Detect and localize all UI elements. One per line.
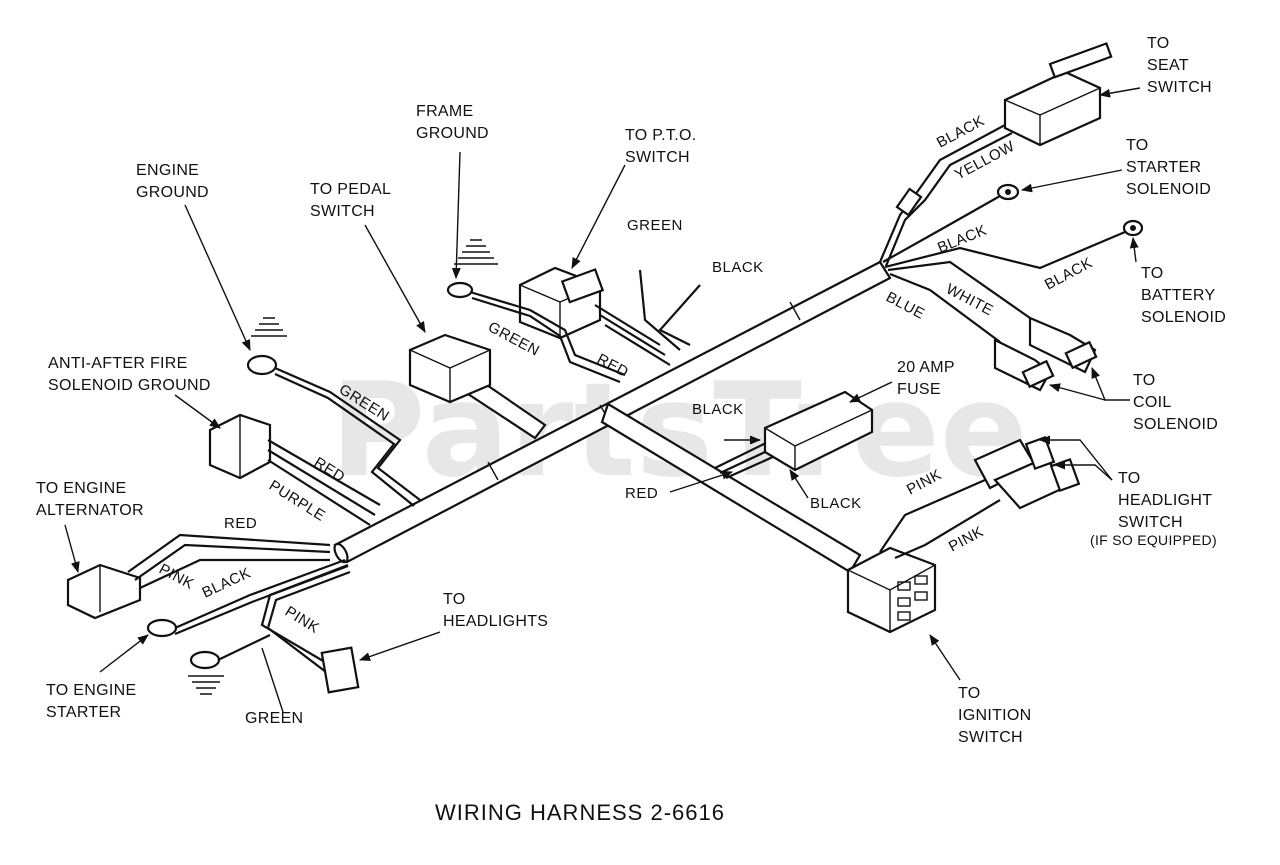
engine-ground-terminal [246,354,421,507]
wire-label-red-alt: RED [224,515,257,532]
callout-coil-solenoid: TO COIL SOLENOID [1133,372,1218,433]
seat-switch-connector [1003,42,1113,147]
wire-label-black-seat: BLACK [934,112,988,151]
callout-engine-starter: TO ENGINE STARTER [46,682,141,721]
wire-label-pink-headlights: PINK [282,603,322,637]
callout-ignition-switch: TO IGNITION SWITCH [958,685,1036,746]
battery-solenoid-terminal [1122,219,1144,237]
pedal-switch-connector [408,333,492,404]
headlights-branch [189,563,360,694]
callout-seat-switch: TO SEAT SWITCH [1147,35,1212,96]
callout-pto-switch: TO P.T.O. SWITCH [625,127,701,166]
callout-green-bottom: GREEN [245,710,303,727]
anti-after-fire-connector [208,413,381,526]
callout-frame-ground: FRAME GROUND [416,103,489,142]
fuse-holder [714,390,874,480]
ignition-switch-connector [846,546,937,634]
leader-lines [64,87,1141,713]
callout-starter-solenoid: TO STARTER SOLENOID [1126,137,1211,198]
callout-battery-solenoid: TO BATTERY SOLENOID [1141,265,1226,326]
diagram-caption: WIRING HARNESS 2-6616 [435,800,725,825]
ground-symbols [188,239,498,695]
wire-label-black-battery: BLACK [1042,254,1096,293]
coil-solenoid-connectors [993,316,1098,392]
wire-label-black-starter: BLACK [935,222,989,257]
starter-solenoid-terminal [996,183,1020,201]
wire-label-black-pto: BLACK [712,259,764,276]
callout-fuse: 20 AMP FUSE [897,359,959,398]
engine-alternator-connector [66,533,331,620]
callout-engine-ground: ENGINE GROUND [136,162,209,201]
wire-label-red-fuse: RED [625,485,658,502]
callout-anti-after-fire: ANTI-AFTER FIRE SOLENOID GROUND [48,355,211,394]
wire-label-purple-antifire: PURPLE [266,477,328,525]
wire-label-white-coil: WHITE [943,281,996,320]
wire-label-blue-coil: BLUE [883,289,927,323]
callout-pedal-switch: TO PEDAL SWITCH [310,181,395,220]
right-branch-wires [878,124,1126,343]
wire-label-green-pto: GREEN [627,217,683,234]
wire-label-black-fuse-bottom: BLACK [810,495,862,512]
wire-label-yellow-seat: YELLOW [952,138,1018,184]
frame-ground-terminal [446,281,626,384]
callout-headlights: TO HEADLIGHTS [443,591,548,630]
wire-label-black-fuse-top: BLACK [692,401,744,418]
callout-engine-alternator: TO ENGINE ALTERNATOR [36,480,144,519]
pto-switch-connector [518,266,701,366]
callout-headlight-switch: TO HEADLIGHT SWITCH (IF SO EQUIPPED) [1090,470,1217,548]
